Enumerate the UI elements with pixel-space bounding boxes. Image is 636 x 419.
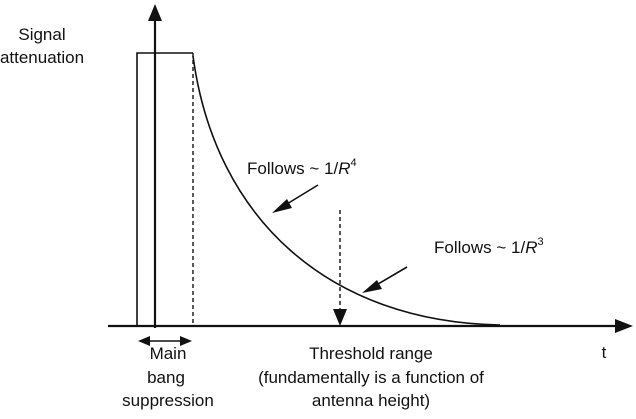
x-axis-label: t bbox=[602, 343, 607, 362]
y-axis-label-line-1: Signal bbox=[18, 25, 65, 44]
main-bang-label-line-1: Main bbox=[150, 344, 187, 363]
threshold-arrowhead bbox=[333, 309, 347, 326]
curve-label-r4: Follows ~ 1/R4 bbox=[247, 157, 357, 178]
threshold-label-line-1: Threshold range bbox=[309, 344, 433, 363]
curve-label-r4-variable: R bbox=[338, 159, 350, 178]
main-bang-label-line-2: bang bbox=[147, 368, 185, 387]
threshold-label-line-2: (fundamentally is a function of bbox=[258, 368, 484, 387]
main-bang-label-line-3: suppression bbox=[122, 391, 214, 410]
y-axis-arrowhead bbox=[148, 4, 162, 21]
curve-label-r3-prefix: Follows ~ 1/ bbox=[434, 238, 525, 257]
main-bang-block bbox=[136, 52, 193, 326]
main-bang-right-arrowhead bbox=[180, 336, 192, 346]
threshold-label-line-3: antenna height) bbox=[312, 391, 430, 410]
attenuation-curve bbox=[192, 55, 501, 326]
curve-label-r3-variable: R bbox=[525, 238, 537, 257]
curve-label-r4-exponent: 4 bbox=[350, 157, 356, 169]
curve-label-r4-prefix: Follows ~ 1/ bbox=[247, 159, 338, 178]
pointer-arrowhead-r3 bbox=[362, 280, 382, 293]
main-bang-left-arrowhead bbox=[138, 336, 150, 346]
pointer-arrowhead-r4 bbox=[272, 199, 292, 213]
curve-label-r3-exponent: 3 bbox=[537, 236, 543, 248]
x-axis-arrowhead bbox=[615, 319, 633, 333]
y-axis-label-line-2: attenuation bbox=[0, 48, 84, 67]
curve-label-r3: Follows ~ 1/R3 bbox=[434, 236, 544, 257]
